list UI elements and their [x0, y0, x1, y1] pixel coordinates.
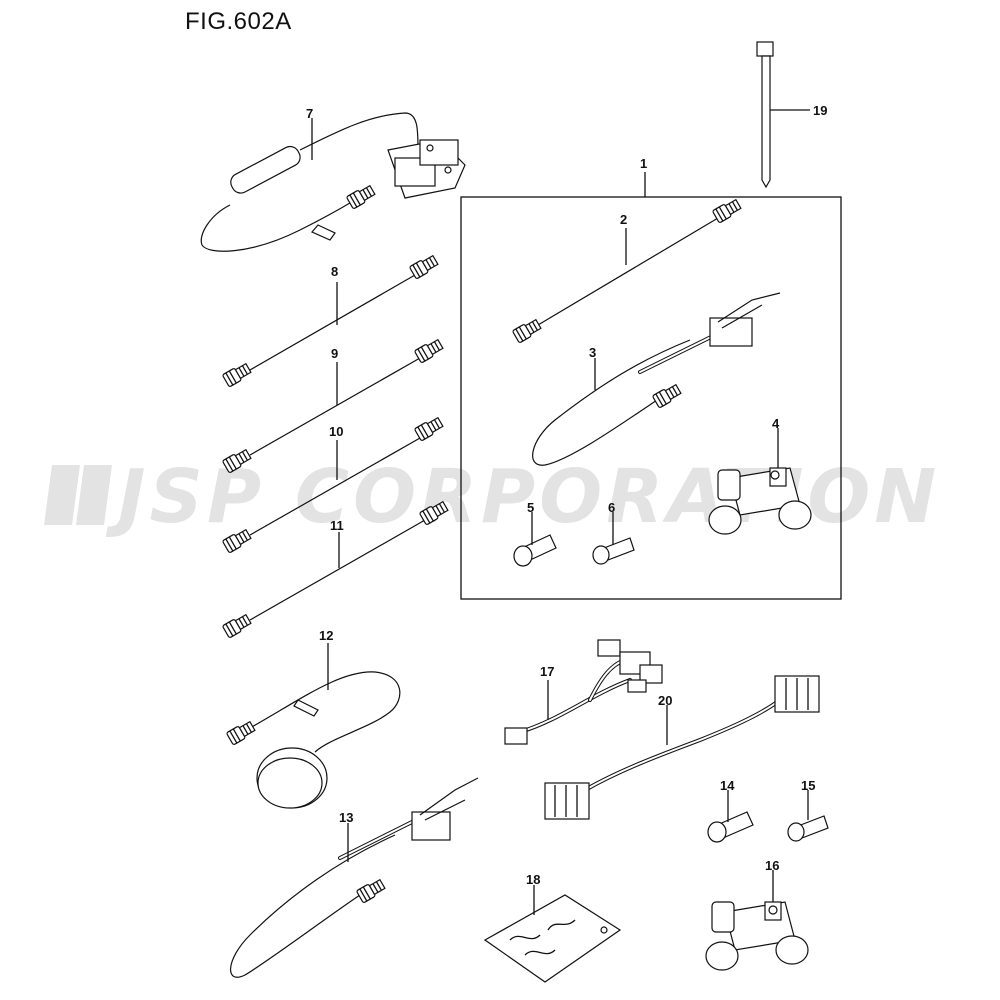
part-9-cable — [221, 337, 445, 474]
callout-17: 17 — [540, 664, 554, 679]
callout-2: 2 — [620, 212, 627, 227]
callout-18: 18 — [526, 872, 540, 887]
watermark: JSP CORPORATION — [44, 454, 936, 540]
part-2-cable — [511, 197, 743, 344]
part-3-power-cable — [532, 292, 781, 466]
callout-1: 1 — [640, 156, 647, 171]
callout-15: 15 — [801, 778, 815, 793]
part-12-puck-sensor — [225, 671, 401, 809]
part-13-power-cable — [230, 777, 479, 978]
part-14-terminator — [707, 811, 754, 843]
callout-20: 20 — [658, 693, 672, 708]
callout-8: 8 — [331, 264, 338, 279]
part-20-extension-harness — [544, 675, 820, 820]
part-4-tee-connector — [708, 467, 812, 535]
callout-4: 4 — [772, 416, 780, 431]
part-6-terminator — [592, 537, 635, 565]
callout-7: 7 — [306, 106, 313, 121]
part-17-harness — [504, 639, 663, 745]
callout-9: 9 — [331, 346, 338, 361]
callout-16: 16 — [765, 858, 779, 873]
part-8-cable — [221, 253, 440, 388]
kit-group-box — [460, 196, 842, 600]
part-19-cable-tie — [756, 41, 774, 189]
part-18-parts-bag — [483, 894, 622, 983]
part-10-cable — [221, 415, 445, 554]
callout-14: 14 — [720, 778, 735, 793]
callout-3: 3 — [589, 345, 596, 360]
part-15-terminator — [787, 815, 829, 842]
part-16-tee-connector — [705, 901, 809, 971]
part-7-cable-bracket — [200, 112, 466, 252]
callout-11: 11 — [330, 518, 344, 533]
part-5-terminator — [513, 534, 557, 567]
callout-13: 13 — [339, 810, 353, 825]
callout-6: 6 — [608, 500, 615, 515]
callout-19: 19 — [813, 103, 827, 118]
callout-12: 12 — [319, 628, 333, 643]
figure-title: FIG.602A — [185, 8, 292, 35]
callout-5: 5 — [527, 500, 534, 515]
callout-10: 10 — [329, 424, 343, 439]
part-11-cable — [221, 499, 450, 639]
